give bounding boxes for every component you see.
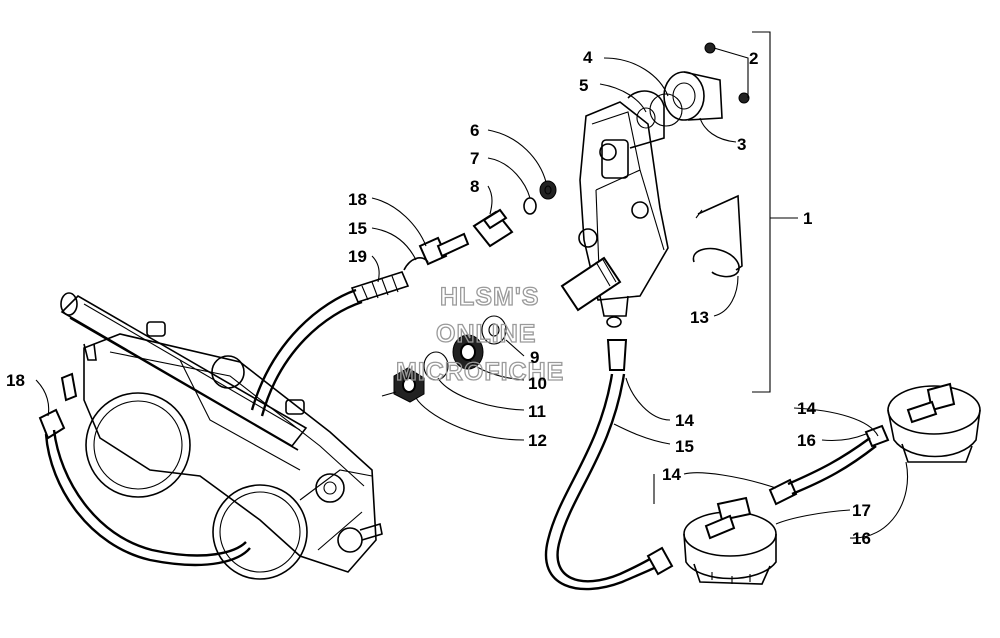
callout-18-upper[interactable]: 18 xyxy=(348,190,367,209)
callout-16-upper[interactable]: 16 xyxy=(797,431,816,450)
upper-hose-assembly xyxy=(250,232,470,417)
filter-canister-rear xyxy=(864,382,981,463)
watermark-line-3: MICROFICHE xyxy=(396,358,564,386)
callout-13[interactable]: 13 xyxy=(690,308,709,327)
callout-14-right[interactable]: 14 xyxy=(797,399,816,418)
callout-3[interactable]: 3 xyxy=(737,135,746,154)
callout-9[interactable]: 9 xyxy=(530,348,539,367)
callout-5[interactable]: 5 xyxy=(579,76,588,95)
filter-connecting-hose xyxy=(787,437,877,496)
callout-15-upper[interactable]: 15 xyxy=(348,219,367,238)
callout-11[interactable]: 11 xyxy=(528,402,546,421)
watermark-line-1: HLSM'S xyxy=(440,283,539,311)
pressure-regulator xyxy=(560,42,750,371)
callout-19[interactable]: 19 xyxy=(348,247,367,266)
callout-12[interactable]: 12 xyxy=(528,431,547,450)
throttle-body-assembly xyxy=(60,292,383,580)
callout-7[interactable]: 7 xyxy=(470,149,479,168)
callout-15-lower[interactable]: 15 xyxy=(675,437,694,456)
left-hose-and-elbow xyxy=(38,372,251,567)
callout-16-lower[interactable]: 16 xyxy=(852,529,871,548)
callout-8[interactable]: 8 xyxy=(470,177,479,196)
callout-10[interactable]: 10 xyxy=(528,374,547,393)
callout-14-lower[interactable]: 14 xyxy=(662,465,681,484)
lower-hose-assembly xyxy=(544,373,674,591)
watermark-line-2: ONLINE xyxy=(436,320,536,348)
filter-canister-front xyxy=(683,478,798,585)
callout-18-left[interactable]: 18 xyxy=(6,371,25,390)
leader-lines xyxy=(35,31,908,539)
mounting-clip xyxy=(692,194,743,278)
callout-2[interactable]: 2 xyxy=(749,49,758,68)
callout-4[interactable]: 4 xyxy=(583,48,593,67)
callout-14-upper[interactable]: 14 xyxy=(675,411,694,430)
callout-17[interactable]: 17 xyxy=(852,501,871,520)
regulator-inlet-fittings xyxy=(472,180,557,248)
callout-1[interactable]: 1 xyxy=(803,209,812,228)
washer-stack xyxy=(381,315,507,403)
callout-6[interactable]: 6 xyxy=(470,121,479,140)
